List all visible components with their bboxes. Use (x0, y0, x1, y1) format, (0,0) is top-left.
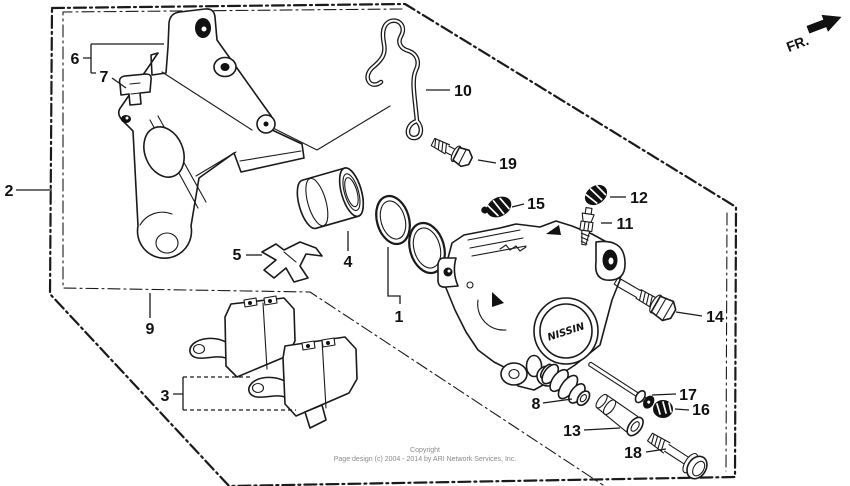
footer-line1: Copyright (410, 447, 440, 454)
pin-bore-ring (525, 354, 543, 378)
piston-drawing (296, 167, 365, 230)
bracket-oval-hole (143, 126, 185, 178)
callout-7[interactable]: 7 (100, 69, 109, 86)
callout-14-leader (675, 311, 703, 317)
bolt-19-drawing (430, 137, 474, 168)
pad-ear-hole (251, 382, 265, 394)
pin-boot-8-drawing (539, 363, 591, 407)
callout-11[interactable]: 11 (617, 216, 634, 233)
piston-face-inner (342, 173, 361, 212)
brake-pad-lower-drawing (248, 336, 358, 429)
callout-10[interactable]: 10 (454, 83, 472, 100)
bleed-channel-mark (492, 292, 504, 307)
callout-13-leader (583, 427, 621, 431)
callout-16-leader (674, 408, 690, 411)
cylinder-rim (533, 297, 599, 365)
callout-15[interactable]: 15 (527, 196, 545, 213)
rubber-cap-15-drawing (481, 196, 512, 218)
reference-line (266, 105, 391, 151)
bolt-18-threads (650, 433, 666, 452)
pad-lug (304, 404, 327, 429)
pad-plate (282, 336, 358, 417)
bore-arc (477, 299, 507, 331)
callout-3-dotted (183, 376, 296, 411)
callout-1-leader (387, 247, 401, 304)
piston-bore (344, 177, 359, 208)
cylinder-face (539, 303, 593, 359)
callout-8[interactable]: 8 (532, 396, 541, 413)
callout-9[interactable]: 9 (146, 321, 155, 338)
pivot-hole (263, 121, 269, 127)
callout-12[interactable]: 12 (630, 190, 648, 207)
pad-spring-drawing (261, 241, 323, 283)
callout-1[interactable]: 1 (395, 309, 404, 326)
diagram-border (48, 2, 738, 486)
hub-center-hole (155, 232, 179, 254)
brake-pad-upper-drawing (189, 295, 296, 378)
fr-label: FR. (784, 32, 811, 55)
callout-7-leader (111, 77, 127, 89)
callout-13[interactable]: 13 (563, 423, 581, 440)
bracket-outline (117, 8, 305, 259)
bolt-14-threads (638, 289, 653, 307)
callout-19[interactable]: 19 (499, 156, 517, 173)
boss-bushing-highlight (201, 26, 207, 32)
hub-rim-detail (139, 211, 173, 226)
callout-5[interactable]: 5 (233, 247, 242, 264)
bolt-14-drawing (613, 277, 677, 322)
spring-wedge (546, 225, 561, 235)
pad-pin-17-drawing (588, 361, 655, 409)
anti-rattle-spring-line (499, 244, 527, 252)
callout-6-bracket (83, 43, 164, 74)
collar-13-drawing (595, 393, 644, 437)
corner-bolt-highlight (125, 116, 129, 120)
dust-seal-drawing (408, 221, 446, 275)
caliper-bracket-drawing (117, 8, 305, 259)
direction-indicator: FR. (784, 14, 842, 55)
callout-17[interactable]: 17 (679, 387, 697, 404)
callout-14[interactable]: 14 (706, 309, 724, 326)
fr-arrow-icon (806, 14, 842, 34)
inner-outline-line (62, 8, 604, 486)
piston-groove (305, 177, 329, 227)
inner-right-line (725, 212, 728, 472)
bleeder-cap-12-drawing (584, 184, 608, 206)
piston-seal-drawing (375, 194, 411, 246)
mount-ear-highlight (608, 257, 614, 265)
callout-17-leader (651, 393, 677, 396)
small-hole (466, 281, 474, 289)
callout-18[interactable]: 18 (624, 445, 642, 462)
callout-16[interactable]: 16 (692, 402, 710, 419)
bracket-arm-inner-edge (161, 71, 253, 131)
bolt-18-drawing (646, 432, 708, 480)
callout-15-leader (511, 203, 525, 208)
lower-lug-hole (508, 368, 520, 380)
callout-8-leader (542, 398, 573, 404)
callout-4[interactable]: 4 (344, 254, 353, 271)
hose-clamp-wire-drawing (365, 18, 424, 141)
caliper-body-drawing: NISSIN (437, 220, 626, 391)
footer: Copyright Page design (c) 2004 - 2014 by… (334, 447, 517, 463)
pad-rail-line (239, 150, 302, 162)
callout-6[interactable]: 6 (71, 51, 80, 68)
footer-line2: Page design (c) 2004 - 2014 by ARI Netwo… (334, 456, 517, 463)
callout-labels: 1 2 3 4 5 6 7 8 9 10 11 12 13 14 15 16 1… (5, 51, 724, 462)
pin-plug-16-drawing (653, 400, 673, 418)
callout-19-leader (477, 159, 497, 164)
bolt-19-threads (434, 138, 447, 154)
callout-3[interactable]: 3 (161, 388, 170, 405)
callout-18-leader (645, 448, 667, 453)
callout-3-bracket (173, 377, 184, 410)
bracket-lower-edge (195, 151, 237, 177)
bleeder-valve-11-drawing (579, 207, 595, 246)
leader-lines (83, 43, 703, 453)
retainer-clip-drawing (118, 73, 152, 106)
bracket-ear-hole (220, 63, 230, 71)
pad-ear-hole (192, 343, 206, 355)
callout-2[interactable]: 2 (5, 183, 14, 200)
